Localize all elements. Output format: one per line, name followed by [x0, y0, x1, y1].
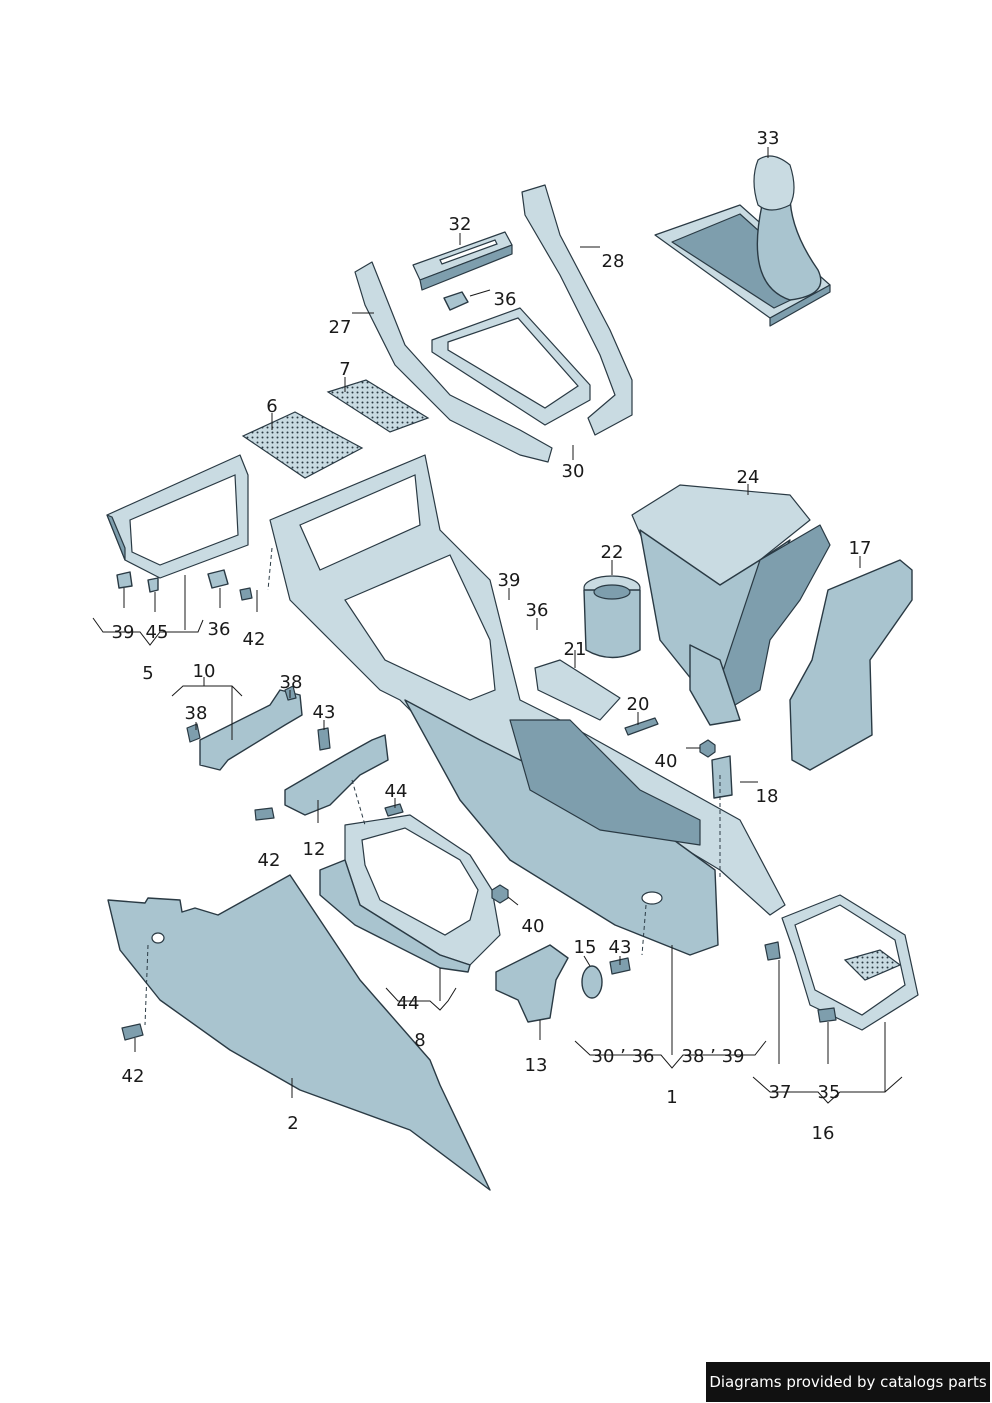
part-42-screw-mid	[254, 807, 275, 821]
part-32-trim-cover	[412, 231, 513, 291]
part-36-clip-top	[443, 291, 469, 311]
label-5: 5	[142, 663, 153, 684]
part-37-clip	[764, 941, 781, 961]
part-6-mat	[241, 411, 364, 479]
part-30-frame	[431, 307, 591, 426]
part-20-bracket	[624, 717, 659, 736]
part-24-armrest	[631, 484, 831, 726]
label-36: 36	[526, 600, 549, 621]
label-38: 38	[280, 672, 303, 693]
label-28: 28	[602, 251, 625, 272]
label-1: 1	[666, 1087, 677, 1108]
part-35-clip	[817, 1007, 837, 1023]
label-15: 15	[574, 937, 597, 958]
label-38-39: 38 ’ 39	[682, 1046, 745, 1067]
part-27-trim-strip	[354, 261, 553, 463]
part-45-clip	[147, 577, 159, 593]
part-labels: 33 32 28 36 27 7 6 30 24 22 17 39 36 39 …	[112, 128, 872, 1144]
label-12: 12	[303, 839, 326, 860]
part-43-screw-top	[317, 727, 331, 751]
part-33-gear-shift-knob	[654, 155, 831, 327]
part-21-lid	[534, 659, 621, 721]
part-40-nut-lower	[491, 884, 509, 904]
part-22-cup-holder	[583, 575, 641, 659]
exploded-parts-diagram: 33 32 28 36 27 7 6 30 24 22 17 39 36 39 …	[92, 128, 919, 1191]
label-37: 37	[769, 1082, 792, 1103]
part-42-screw-top	[239, 587, 253, 601]
part-18-bracket	[711, 755, 733, 799]
part-28-trim-strip	[521, 184, 633, 436]
label-36: 36	[208, 619, 231, 640]
part-10-bracket	[199, 689, 303, 771]
part-2-side-panel	[107, 874, 491, 1191]
label-36: 36	[494, 289, 517, 310]
label-21: 21	[564, 639, 587, 660]
part-40-nut-top	[699, 739, 716, 758]
label-27: 27	[329, 317, 352, 338]
label-43: 43	[609, 937, 632, 958]
label-7: 7	[339, 359, 350, 380]
label-16: 16	[812, 1123, 835, 1144]
part-7-mat	[326, 379, 430, 433]
label-20: 20	[627, 694, 650, 715]
label-18: 18	[756, 786, 779, 807]
label-43: 43	[313, 702, 336, 723]
label-39: 39	[112, 622, 135, 643]
alignment-lines	[144, 547, 721, 1026]
part-38-clip-lower	[186, 723, 201, 743]
part-43-screw-lower	[609, 957, 631, 975]
part-17-side-panel	[789, 559, 913, 771]
part-39-nut-left	[116, 571, 133, 589]
label-42: 42	[243, 629, 266, 650]
label-44: 44	[385, 781, 408, 802]
label-40: 40	[522, 916, 545, 937]
part-36-clip-left	[207, 569, 229, 589]
part-15-cap	[581, 965, 603, 999]
label-40: 40	[655, 751, 678, 772]
part-1-center-console	[269, 454, 786, 956]
label-42: 42	[122, 1066, 145, 1087]
part-42-screw-bottom	[121, 1023, 144, 1041]
label-32: 32	[449, 214, 472, 235]
label-42: 42	[258, 850, 281, 871]
label-33: 33	[757, 128, 780, 149]
part-44-clip-top	[384, 803, 404, 817]
label-44: 44	[397, 993, 420, 1014]
label-10: 10	[193, 661, 216, 682]
part-5-storage-tray	[106, 454, 249, 579]
label-2: 2	[287, 1113, 298, 1134]
part-12-bracket	[284, 734, 389, 816]
label-8: 8	[414, 1030, 425, 1051]
label-22: 22	[601, 542, 624, 563]
leader-lines	[92, 147, 903, 1104]
credit-banner: Diagrams provided by catalogs parts	[706, 1362, 990, 1402]
part-16-storage-bin	[781, 894, 919, 1031]
label-17: 17	[849, 538, 872, 559]
label-30: 30	[562, 461, 585, 482]
label-35: 35	[818, 1082, 841, 1103]
label-13: 13	[525, 1055, 548, 1076]
part-8-storage-box	[319, 814, 501, 973]
label-6: 6	[266, 396, 277, 417]
label-38: 38	[185, 703, 208, 724]
label-39: 39	[498, 570, 521, 591]
part-13-latch	[495, 944, 569, 1023]
label-30-36: 30 ’ 36	[592, 1046, 655, 1067]
label-24: 24	[737, 467, 760, 488]
label-45: 45	[146, 622, 169, 643]
